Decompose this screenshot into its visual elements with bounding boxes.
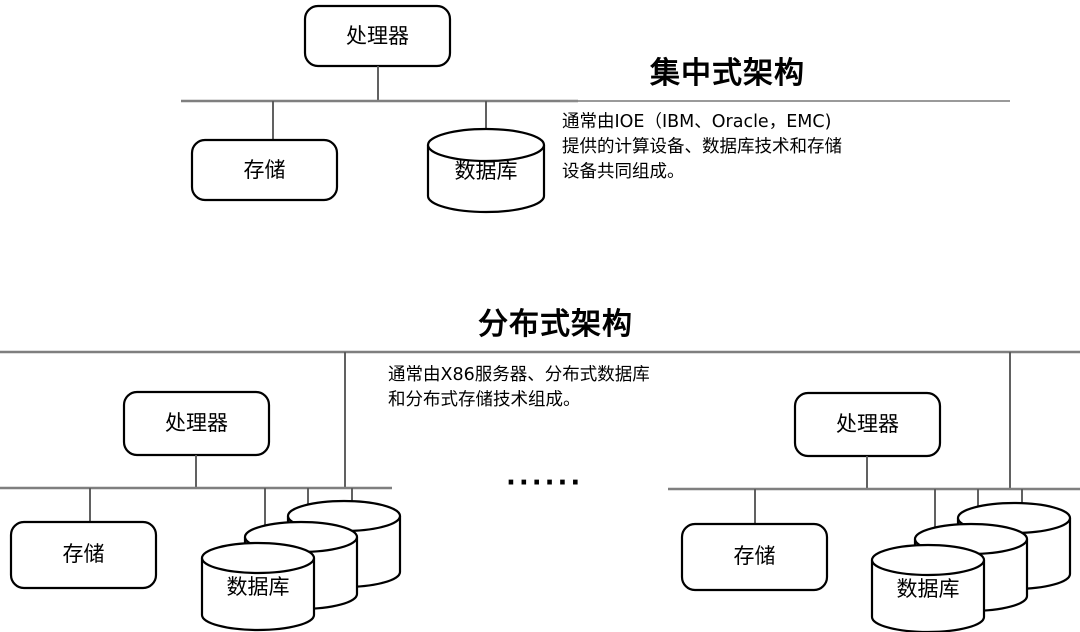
centralized-storage-label: 存储 [244,158,286,182]
cluster-left: 处理器 存储 数据库 [0,390,402,632]
cluster-left-database-1-body [200,556,316,632]
cluster-right-storage-box [680,522,829,592]
centralized-processor-node: 处理器 [303,4,452,68]
database-cylinder-body [426,143,546,214]
cluster-left-database-1-top [200,541,316,575]
centralized-database-label: 数据库 [455,159,518,183]
cluster-right-processor-label: 处理器 [836,412,899,436]
centralized-section-title: 集中式架构 [650,56,805,91]
cluster-left-processor-label: 处理器 [165,411,228,435]
cluster-left-storage-box [9,520,158,590]
centralized-processor-label: 处理器 [346,24,409,48]
centralized-storage-node: 存储 [190,138,339,202]
centralized-database-node: 数据库 [426,127,546,214]
cluster-right-storage-label: 存储 [734,544,776,568]
database-cylinder-top [426,127,546,163]
cluster-right-database-1-top [870,543,986,577]
cluster-left-storage-label: 存储 [63,542,105,566]
cluster-left-database-label: 数据库 [227,575,290,599]
distributed-section-title: 分布式架构 [478,307,633,342]
storage-box-shape [190,138,339,202]
centralized-section-description: 通常由IOE（IBM、Oracle，EMC) 提供的计算设备、数据库技术和存储 … [562,112,842,182]
cluster-right-database-label: 数据库 [897,577,960,601]
distributed-section-description: 通常由X86服务器、分布式数据库 和分布式存储技术组成。 [388,365,650,410]
cluster-ellipsis: ······ [506,468,584,498]
cluster-right: 处理器 存储 数据库 [668,391,1080,632]
